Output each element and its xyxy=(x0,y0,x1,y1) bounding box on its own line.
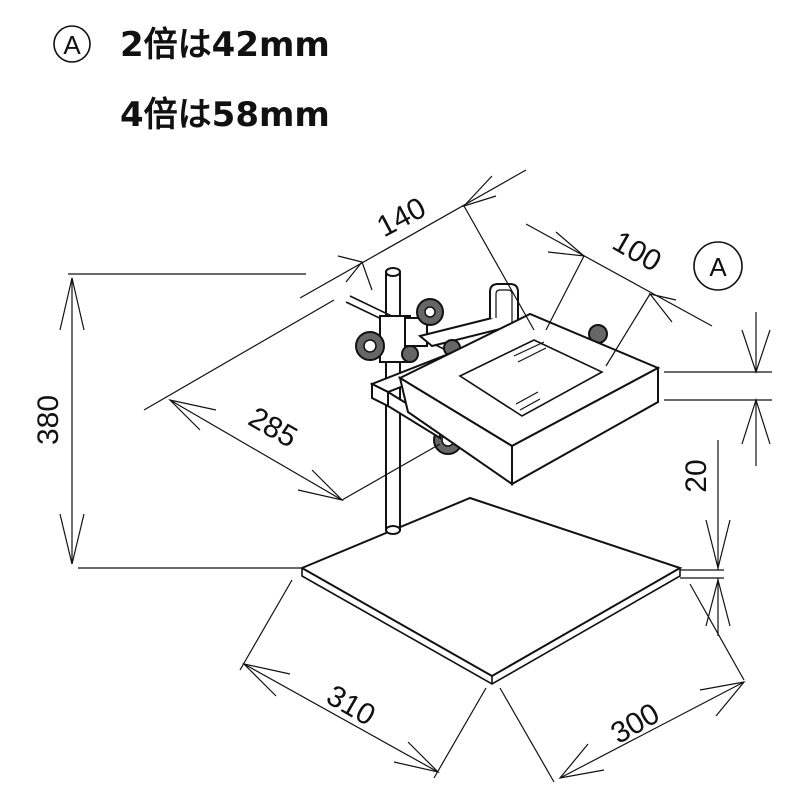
dim-140-label: 140 xyxy=(372,191,432,244)
note-line-2: 4倍は58mm xyxy=(120,95,330,135)
note-line-1: 2倍は42mm xyxy=(120,25,330,65)
knob-upper xyxy=(416,298,444,326)
dim-100-label: 100 xyxy=(607,225,667,279)
dim-285-label: 285 xyxy=(243,401,303,455)
callout-a: A xyxy=(664,241,772,466)
callout-a-letter: A xyxy=(709,252,727,282)
dim-310-label: 310 xyxy=(321,679,381,733)
callout-a-circle xyxy=(693,241,743,291)
dim-380: 380 xyxy=(32,273,306,569)
dim-20-label: 20 xyxy=(680,459,713,492)
clamp-assembly xyxy=(345,283,523,363)
knob-left xyxy=(355,331,385,361)
dim-20: 20 xyxy=(680,440,731,636)
base-plate xyxy=(299,496,683,685)
note-block: A 2倍は42mm 4倍は58mm xyxy=(53,25,330,135)
note-marker-circle xyxy=(53,25,91,63)
dim-300-label: 300 xyxy=(605,697,665,751)
dim-380-label: 380 xyxy=(32,395,65,445)
magnifier-head xyxy=(397,312,661,486)
note-marker: A xyxy=(63,30,81,60)
